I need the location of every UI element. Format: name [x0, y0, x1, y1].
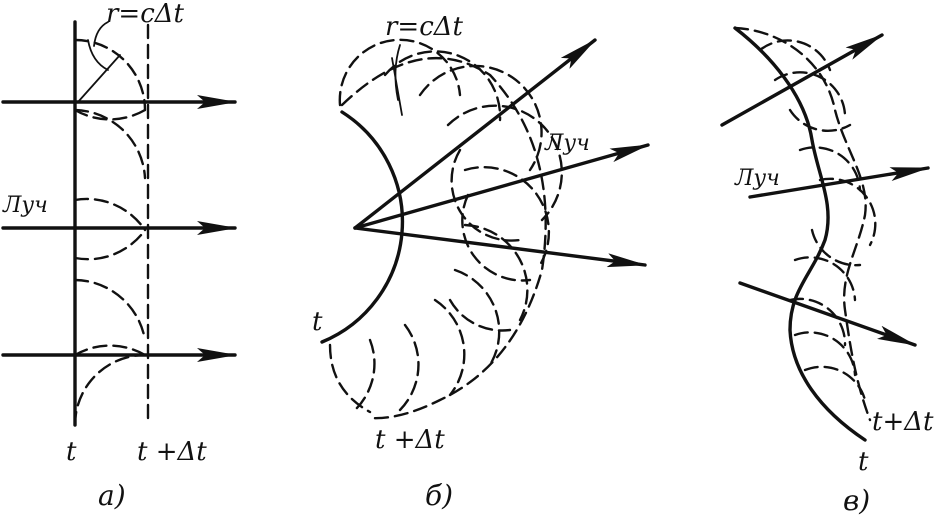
radius-arc	[87, 39, 109, 71]
radius-pointer	[93, 21, 109, 47]
front-t-dt-label: t +Δt	[137, 437, 207, 467]
radius-pointer	[394, 44, 401, 101]
ray-label: Луч	[544, 131, 590, 156]
wavefront-t-curve	[733, 26, 867, 442]
caption-b: б)	[425, 479, 453, 512]
ray-arrow	[353, 143, 650, 230]
secondary-wavelets	[758, 39, 877, 402]
radius-line	[391, 57, 403, 116]
front-t-label: t	[312, 307, 323, 337]
ray-label: Луч	[2, 193, 48, 218]
caption-c: в)	[843, 484, 870, 517]
panel-c: Луч t+Δt t в)	[720, 26, 934, 517]
front-t-dt-label: t+Δt	[872, 407, 934, 437]
ray-arrow	[353, 38, 597, 230]
wavefront-t-dt-curve	[733, 26, 872, 422]
ray-arrow	[748, 166, 930, 199]
panel-b: r=cΔt Луч t t +Δt б)	[312, 12, 650, 512]
panel-a: r=cΔt Луч t t +Δt а)	[1, 0, 237, 512]
radius-label: r=cΔt	[385, 12, 464, 42]
radius-label: r=cΔt	[106, 0, 185, 29]
ray-arrow	[738, 281, 917, 347]
front-t-dt-label: t +Δt	[375, 425, 445, 455]
ray-label: Луч	[734, 166, 780, 191]
wavefront-t-dt-arc	[340, 56, 547, 420]
secondary-wavelets	[73, 38, 147, 427]
radius-line	[77, 54, 121, 103]
front-t-label: t	[858, 447, 869, 477]
ray-arrow	[720, 33, 884, 127]
secondary-wavelets	[328, 38, 564, 414]
front-t-label: t	[66, 437, 77, 467]
caption-a: а)	[98, 479, 126, 512]
ray-arrow	[353, 226, 647, 268]
